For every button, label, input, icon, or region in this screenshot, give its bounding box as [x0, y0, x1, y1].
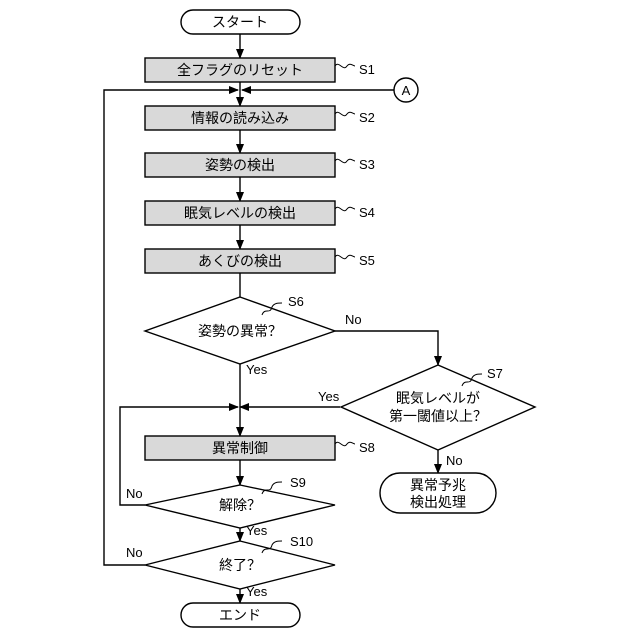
node-end: エンド	[181, 603, 300, 627]
branch-label-s7-yes: Yes	[318, 389, 340, 404]
s6-label: 姿勢の異常？	[198, 324, 282, 340]
s7-label-line1: 眠気レベルが	[396, 391, 480, 407]
step-leader-s2	[335, 112, 355, 116]
end-label: エンド	[219, 608, 261, 624]
node-s8: 異常制御	[145, 436, 335, 460]
branch-label-s7-no: No	[446, 453, 463, 468]
node-s4: 眠気レベルの検出	[145, 201, 335, 225]
branch-label-s6-no: No	[345, 312, 362, 327]
node-start: スタート	[181, 10, 300, 34]
step-label-s10: S10	[290, 534, 313, 549]
step-label-s5: S5	[359, 253, 375, 268]
branch-label-s9-no: No	[126, 486, 143, 501]
step-label-s2: S2	[359, 110, 375, 125]
step-label-s1: S1	[359, 62, 375, 77]
connector-a-label: A	[402, 83, 411, 98]
node-connector-a: A	[394, 78, 418, 102]
branch-label-s10-yes: Yes	[246, 584, 268, 599]
step-label-s6: S6	[288, 294, 304, 309]
s10-label: 終了？	[219, 558, 261, 574]
start-label: スタート	[212, 15, 268, 31]
edge-s6-no-s7	[335, 331, 438, 365]
s2-label: 情報の読み込み	[191, 110, 289, 127]
step-leader-s3	[335, 159, 355, 163]
node-s5: あくびの検出	[145, 249, 335, 273]
step-label-s9: S9	[290, 475, 306, 490]
decision-diamond-s7	[341, 365, 535, 450]
step-leader-s5	[335, 255, 355, 259]
s4-label: 眠気レベルの検出	[184, 206, 296, 222]
node-s6: 姿勢の異常？	[145, 297, 335, 364]
warning-label-line2: 検出処理	[410, 495, 466, 511]
step-leader-s1	[335, 64, 355, 68]
branch-label-s6-yes: Yes	[246, 362, 268, 377]
branch-label-s10-no: No	[126, 545, 143, 560]
warning-label-line1: 異常予兆	[410, 478, 466, 494]
branch-label-s9-yes: Yes	[246, 523, 268, 538]
s9-label: 解除？	[219, 498, 261, 514]
step-label-s7: S7	[487, 366, 503, 381]
step-label-s8: S8	[359, 440, 375, 455]
step-leader-s8	[335, 442, 355, 446]
node-s3: 姿勢の検出	[145, 153, 335, 177]
s5-label: あくびの検出	[198, 254, 282, 270]
node-s1: 全フラグのリセット	[145, 58, 335, 82]
s7-label-line2: 第一閾値以上？	[389, 408, 487, 425]
s3-label: 姿勢の検出	[205, 158, 275, 174]
step-label-s4: S4	[359, 205, 375, 220]
node-s2: 情報の読み込み	[145, 106, 335, 130]
step-label-s3: S3	[359, 157, 375, 172]
s1-label: 全フラグのリセット	[177, 62, 303, 79]
node-warning: 異常予兆 検出処理	[380, 473, 496, 513]
s8-label: 異常制御	[212, 441, 268, 457]
node-s7: 眠気レベルが 第一閾値以上？	[341, 365, 535, 450]
node-s9: 解除？	[145, 485, 335, 528]
step-leader-s4	[335, 207, 355, 211]
